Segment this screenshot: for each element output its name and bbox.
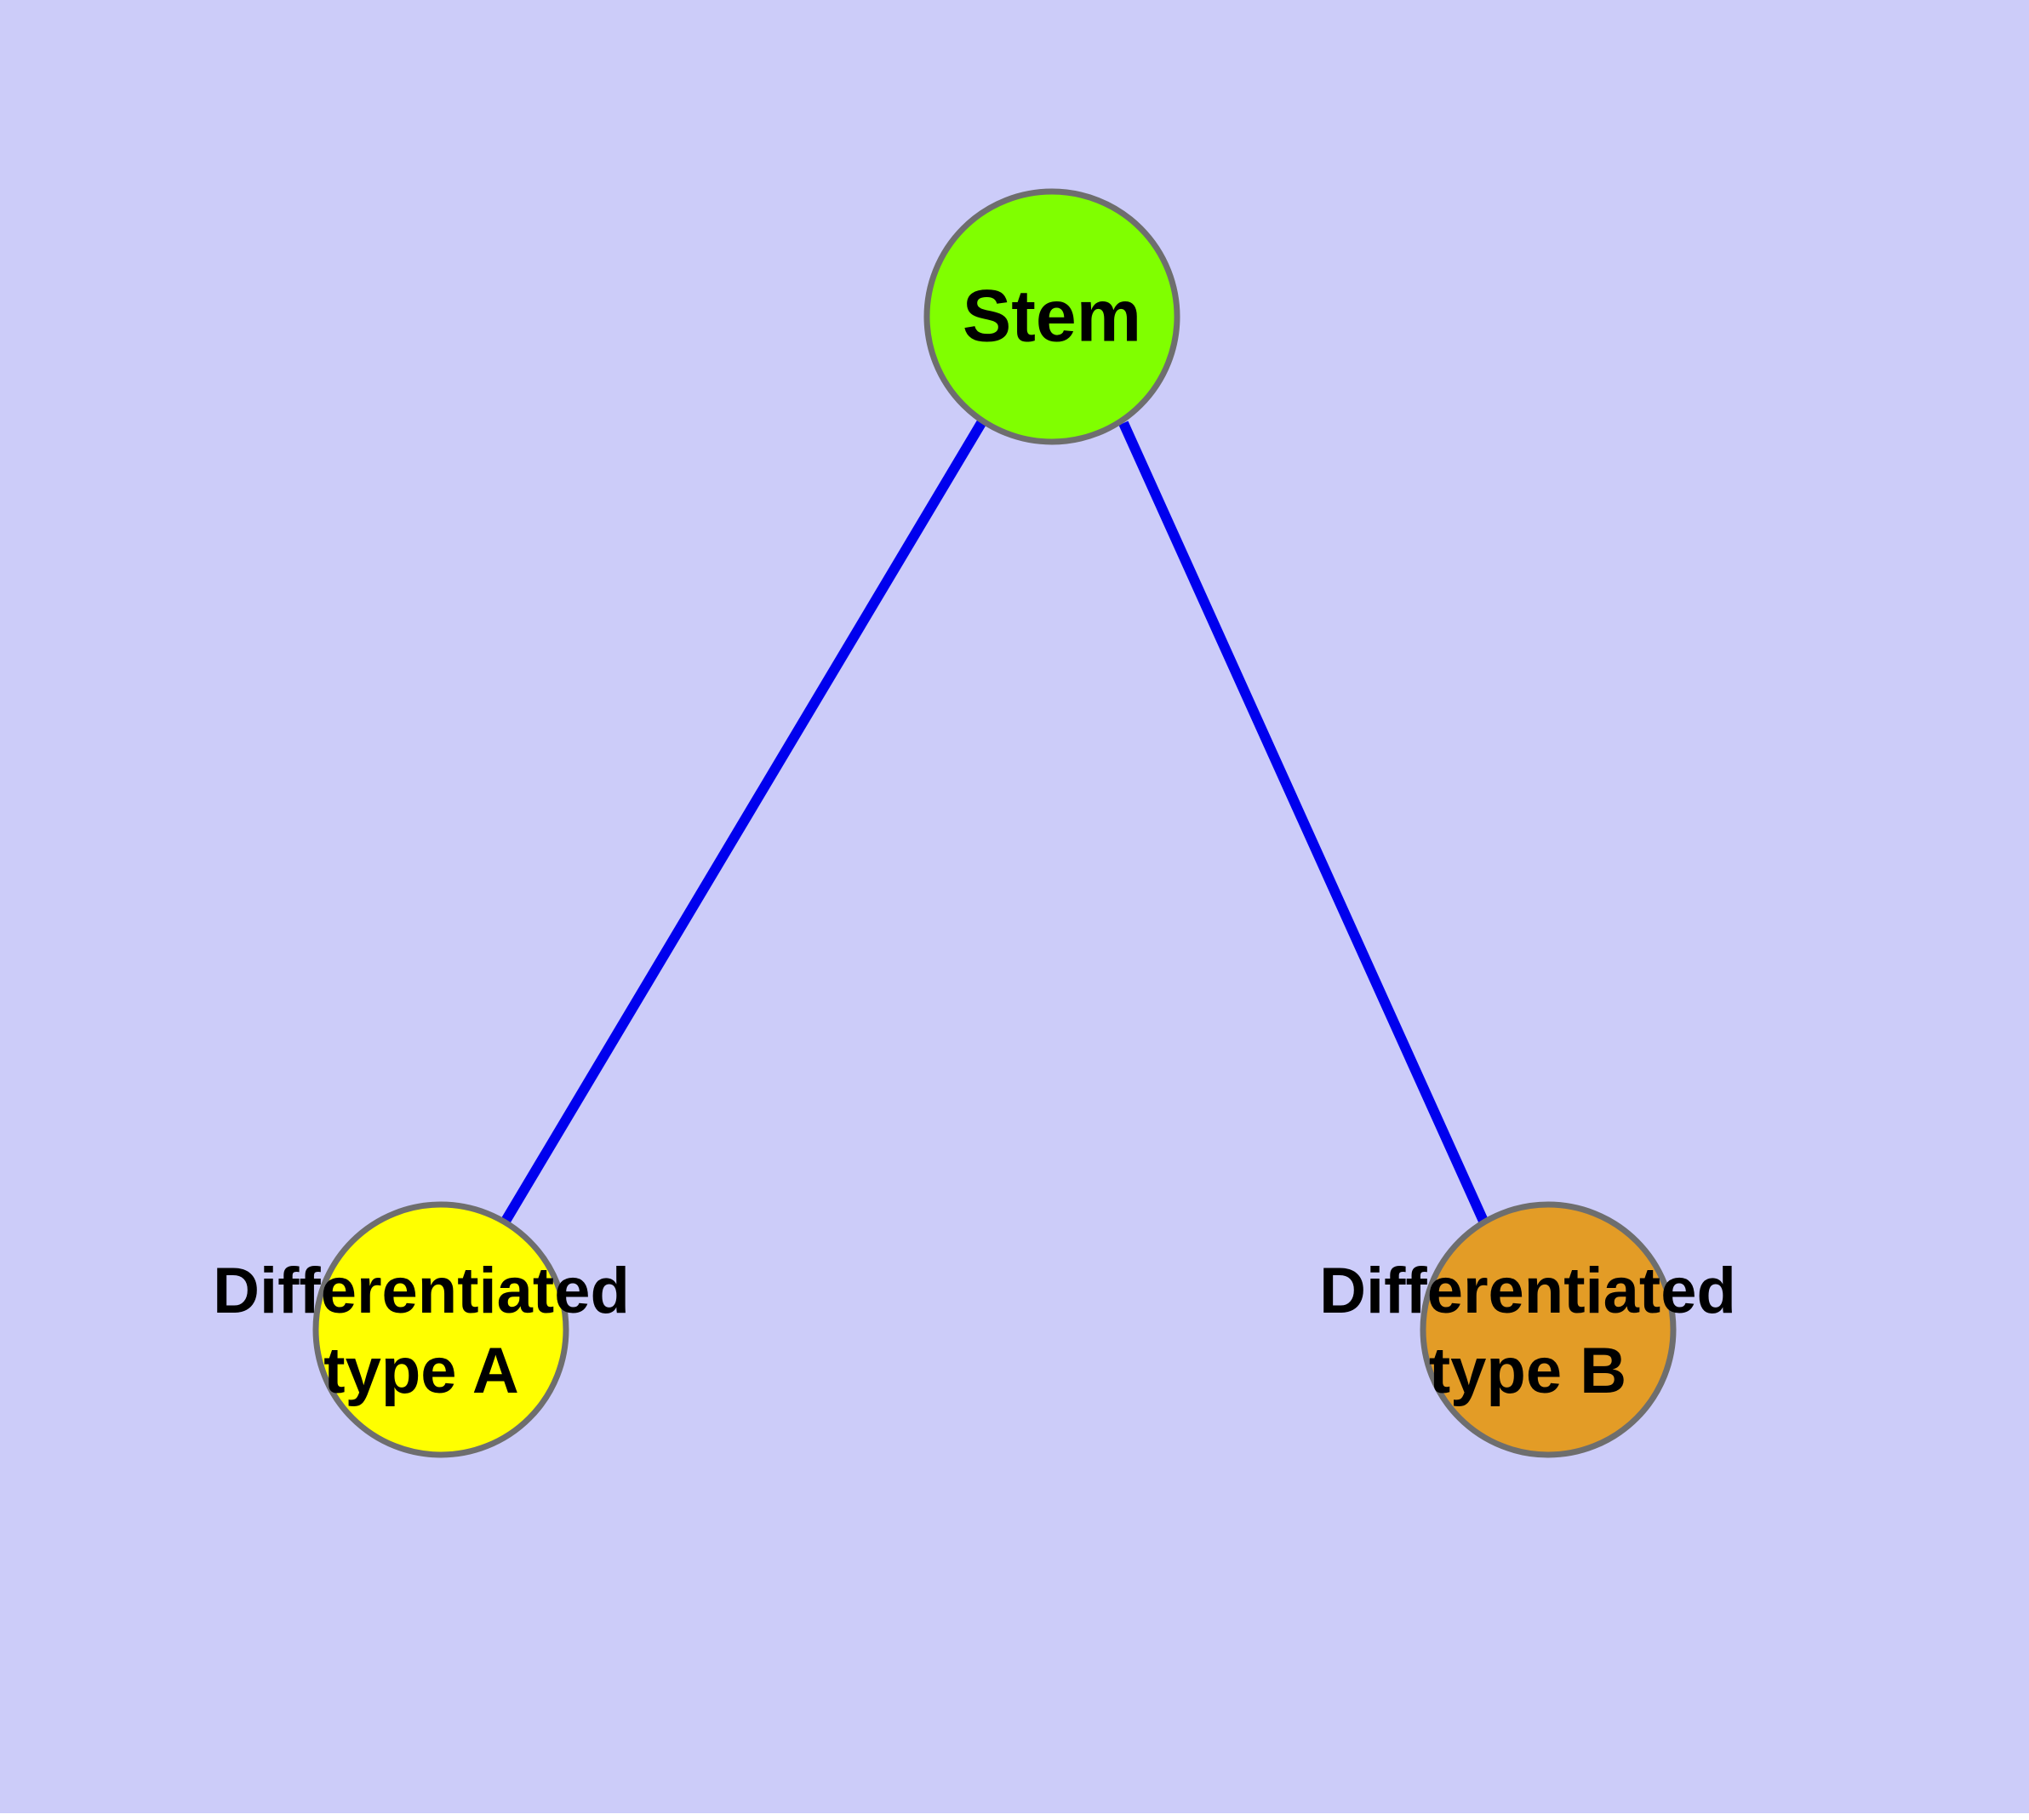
node-stem[interactable]: Stem [923,188,1180,445]
node-differentiated-type-a-label-line1: Differentiated [213,1255,630,1327]
node-differentiated-type-b-circle[interactable] [1420,1201,1677,1458]
edge-stem-to-differentiated-type-b[interactable] [1118,421,1491,1229]
node-differentiated-type-a-label-line2: type A [323,1335,518,1407]
node-differentiated-type-b[interactable]: Differentiated type B [1319,1201,1736,1458]
node-differentiated-type-a[interactable]: Differentiated type A [213,1201,630,1458]
node-stem-circle[interactable] [923,188,1180,445]
node-stem-label: Stem [963,276,1141,358]
node-differentiated-type-a-circle[interactable] [312,1201,569,1458]
edge-stem-to-differentiated-type-a[interactable] [497,420,986,1230]
node-differentiated-type-b-label-line1: Differentiated [1319,1255,1736,1327]
node-differentiated-type-b-label-line2: type B [1429,1335,1626,1407]
